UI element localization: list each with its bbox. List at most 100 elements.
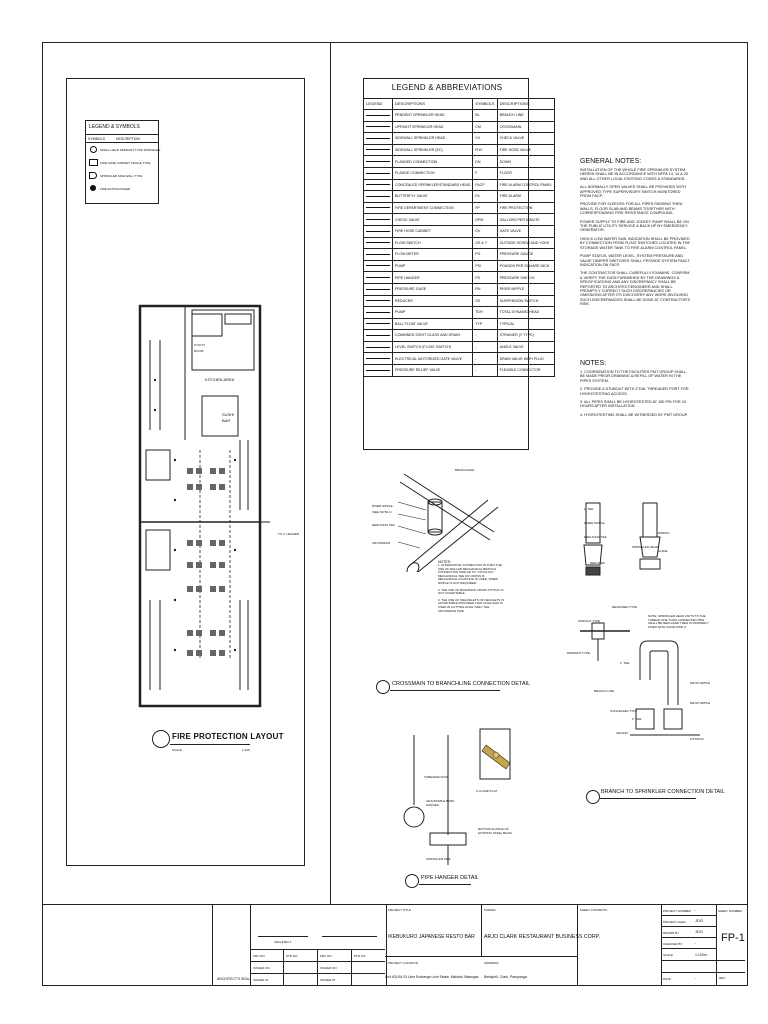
crossmain-note-item: 2. THE USE OF BUSHINGS CROSS FITTING IS …: [438, 587, 504, 596]
legend-description: FIRE HOSE CABINET: [391, 224, 474, 238]
note-item: 3. ALL PIPES SHALL BE HYDROTESTED AT 150…: [580, 400, 686, 409]
issued-at-label: ISSUED AT: [253, 978, 269, 982]
sprinkler-label: SPRINKLER HEAD: [632, 545, 659, 549]
legend-symbol-icon: [363, 190, 393, 203]
architect-cell: [250, 904, 387, 986]
legend-description: CONCEALED SPRINKLER/STANDARD HEAD: [391, 178, 474, 192]
crossmain-title-bubble: [376, 680, 390, 694]
layout-title-bubble: [152, 730, 170, 748]
legend-description: FIRE PROTECTION: [496, 201, 555, 215]
owner-label: OWNER: [484, 908, 496, 912]
legend-abbreviation: SS: [472, 294, 498, 308]
legend-symbol-icon: [363, 120, 393, 134]
sidewall-sprinkler-icon: [89, 172, 97, 179]
legend-symbol-icon: [363, 236, 393, 250]
general-note-paragraph: POWER SUPPLY TO FIRE AND JOCKEY PUMP SHA…: [580, 219, 689, 233]
issued-on-label-2: ISSUED ON: [320, 966, 337, 970]
legend-description: PUMP: [391, 306, 474, 319]
legend-description: RISER NIPPLE: [496, 282, 555, 296]
general-note-paragraph: HIGH & LOW WATER SUB. INDICATION SHALL B…: [580, 236, 690, 250]
sheet-contents-cell: [577, 904, 662, 986]
legend-symbol-icon: [363, 317, 393, 331]
scale-value: 1:100m: [695, 953, 707, 957]
title-block-divider: [42, 904, 748, 905]
legend-symbol-icon: [363, 224, 393, 238]
legend-description: STRAINER (Y TYPE): [496, 329, 555, 342]
scale-label: SCALE: [663, 953, 673, 957]
sprinkler-label: REDUCER: [590, 561, 605, 565]
legend-description: CHECK VALVE: [391, 213, 474, 226]
sheet-contents-label: SHEET CONTENTS: [580, 908, 608, 912]
pipe-hanger-drawing: [403, 728, 511, 865]
legend-description: CHECK VALVE: [496, 132, 555, 145]
legend-abbreviation: CM: [472, 120, 498, 134]
hanger-label: BOTTOM FLANGE OF EXISTING STEEL BEAM: [478, 827, 512, 835]
project-location-label: PROJECT LOCATION: [388, 961, 418, 965]
room-label-utility: UTILITY ROOM: [194, 343, 206, 353]
crossmain-notes: NOTES: 1. ALTERNATIVE CONNECTION IS THRU…: [438, 560, 504, 616]
legend-description: SUSPENSION SWITCH: [496, 294, 555, 308]
pendent-label: BRANCH LINE: [594, 689, 615, 693]
legend-description: FLEXIBLE CONNECTOR: [496, 364, 555, 377]
crossmain-label-riser: RISER NIPPLE (SEE NOTE 1): [372, 504, 393, 514]
ptr-no-label-2: PTR NO.: [354, 954, 367, 958]
pendent-label: CEILING: [616, 731, 629, 735]
project-info-grid: PROJECT NUMBER - PROJECT LEAD JDG DRAWN …: [661, 904, 745, 986]
hanger-title-bubble: [405, 874, 419, 888]
legend-symbol-icon: [363, 143, 393, 157]
sprinkler-label: PENDENT TYPE: [567, 651, 590, 655]
owner-value: ARJO CLARK RESTAURANT BUSINESS CORP.: [484, 934, 600, 940]
legend-symbol-icon: [363, 155, 393, 168]
sprinkler-label: DROP NIPPLE: [690, 681, 711, 685]
note-item: 2. PROVIDE A STUBOUT WITH 2"DIA. THREADE…: [580, 387, 689, 396]
legend-description: POUNDS PER SQUARE INCH: [496, 259, 555, 273]
prc-no-label: PRC NO.: [253, 954, 266, 958]
sheet-number-label: SHEET NUMBER: [718, 909, 742, 913]
legend-symbol-icon: [363, 109, 393, 122]
sprinkler-label: CONCEALED TYPE: [610, 709, 638, 713]
pendent-label: 1" TEE: [632, 717, 642, 721]
legend-symbols-row-text: FIRE EXTINGUISHER: [100, 187, 131, 191]
crossmain-detail-drawing: [397, 473, 499, 572]
legend-symbols-row-text: FIRE HOSE CABINET SINGLE TYPE: [100, 161, 151, 165]
legend-description: OUTSIDE SCREW AND YOKE: [496, 236, 555, 250]
crossmain-detail-title: CROSSMAIN TO BRANCHLINE CONNECTION DETAI…: [392, 681, 531, 687]
sprinkler-detail-title: BRANCH TO SPRINKLER CONNECTION DETAIL: [601, 789, 725, 795]
legend-abbreviation: PSI: [472, 259, 498, 273]
general-notes: GENERAL NOTES: INSTALLATION OF THE WHOLE…: [580, 158, 692, 311]
issued-at-label-2: ISSUED AT: [320, 978, 336, 982]
sprinkler-pendant-icon: [90, 146, 97, 153]
room-label-sushi: SUSHI BAR: [222, 412, 235, 423]
crossmain-notes-list: 1. ALTERNATIVE CONNECTION IS THRU THE US…: [438, 563, 504, 613]
legend-description: PUMP: [391, 259, 474, 273]
legend-symbols-title: LEGEND & SYMBOLS: [89, 124, 140, 130]
legend-description: PIPE HANGER: [391, 271, 474, 284]
hanger-label: ADJUSTABLE BAND HANGER: [426, 799, 455, 807]
legend-abbreviations-box: LEGEND & ABBREVIATIONS LEGEND DESCRIPTIO…: [363, 78, 555, 450]
legend-abbreviation: TYP: [472, 317, 498, 331]
legend-description: FIRE HOSE VALVE: [496, 143, 555, 157]
legend-abbreviation: PG: [472, 248, 498, 261]
legend-symbols-row: FIRE EXTINGUISHER: [86, 182, 158, 195]
legend-description: PENDENT SPRINKLER HEAD: [391, 109, 474, 122]
room-label-kitchen: KITCHEN AREA: [205, 377, 235, 382]
crossmain-note-item: 3. THE USE OF WELDOLETS OF NECKLETS IS A…: [438, 597, 504, 613]
fire-protection-layout-panel: [66, 78, 305, 866]
general-note-paragraph: PUMP STATUS, WATER LEVEL, SYSTEM PRESSUR…: [580, 254, 690, 267]
legend-abbreviation: FA: [472, 190, 498, 203]
sprinkler-label: REDUCING TEE: [584, 535, 607, 539]
project-lead-label: PROJECT LEAD: [663, 920, 686, 924]
legend-symbols-header-symbol: SYMBOLS: [88, 137, 105, 141]
legend-abbreviation: TDH: [472, 306, 498, 319]
date-value: -: [695, 975, 697, 980]
legend-description: BRANCH LINE: [496, 109, 555, 122]
